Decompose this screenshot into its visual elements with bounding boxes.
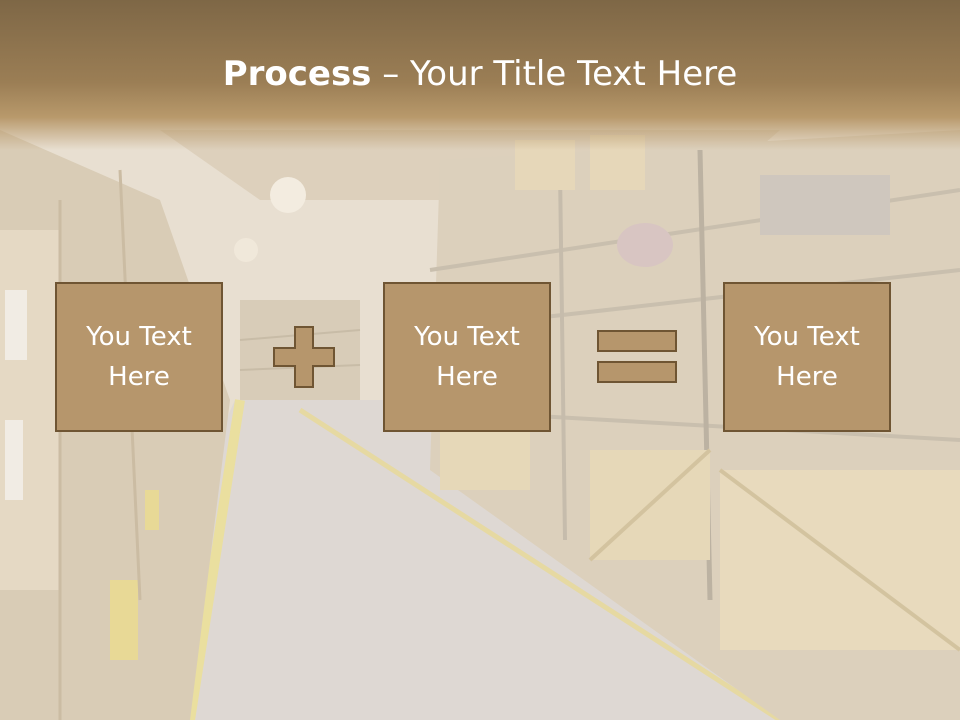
title-bold: Process: [222, 54, 372, 94]
process-box-1-text: You Text Here: [86, 322, 192, 392]
process-box-3[interactable]: You Text Here: [723, 282, 891, 432]
process-box-1[interactable]: You Text Here: [55, 282, 223, 432]
process-box-3-text: You Text Here: [754, 322, 860, 392]
process-box-2-text: You Text Here: [414, 322, 520, 392]
plus-icon: [273, 326, 335, 388]
process-box-2[interactable]: You Text Here: [383, 282, 551, 432]
equals-icon: [597, 330, 677, 383]
slide-title: Process – Your Title Text Here: [0, 50, 960, 98]
title-rest: – Your Title Text Here: [371, 54, 738, 94]
title-band: [0, 0, 960, 150]
